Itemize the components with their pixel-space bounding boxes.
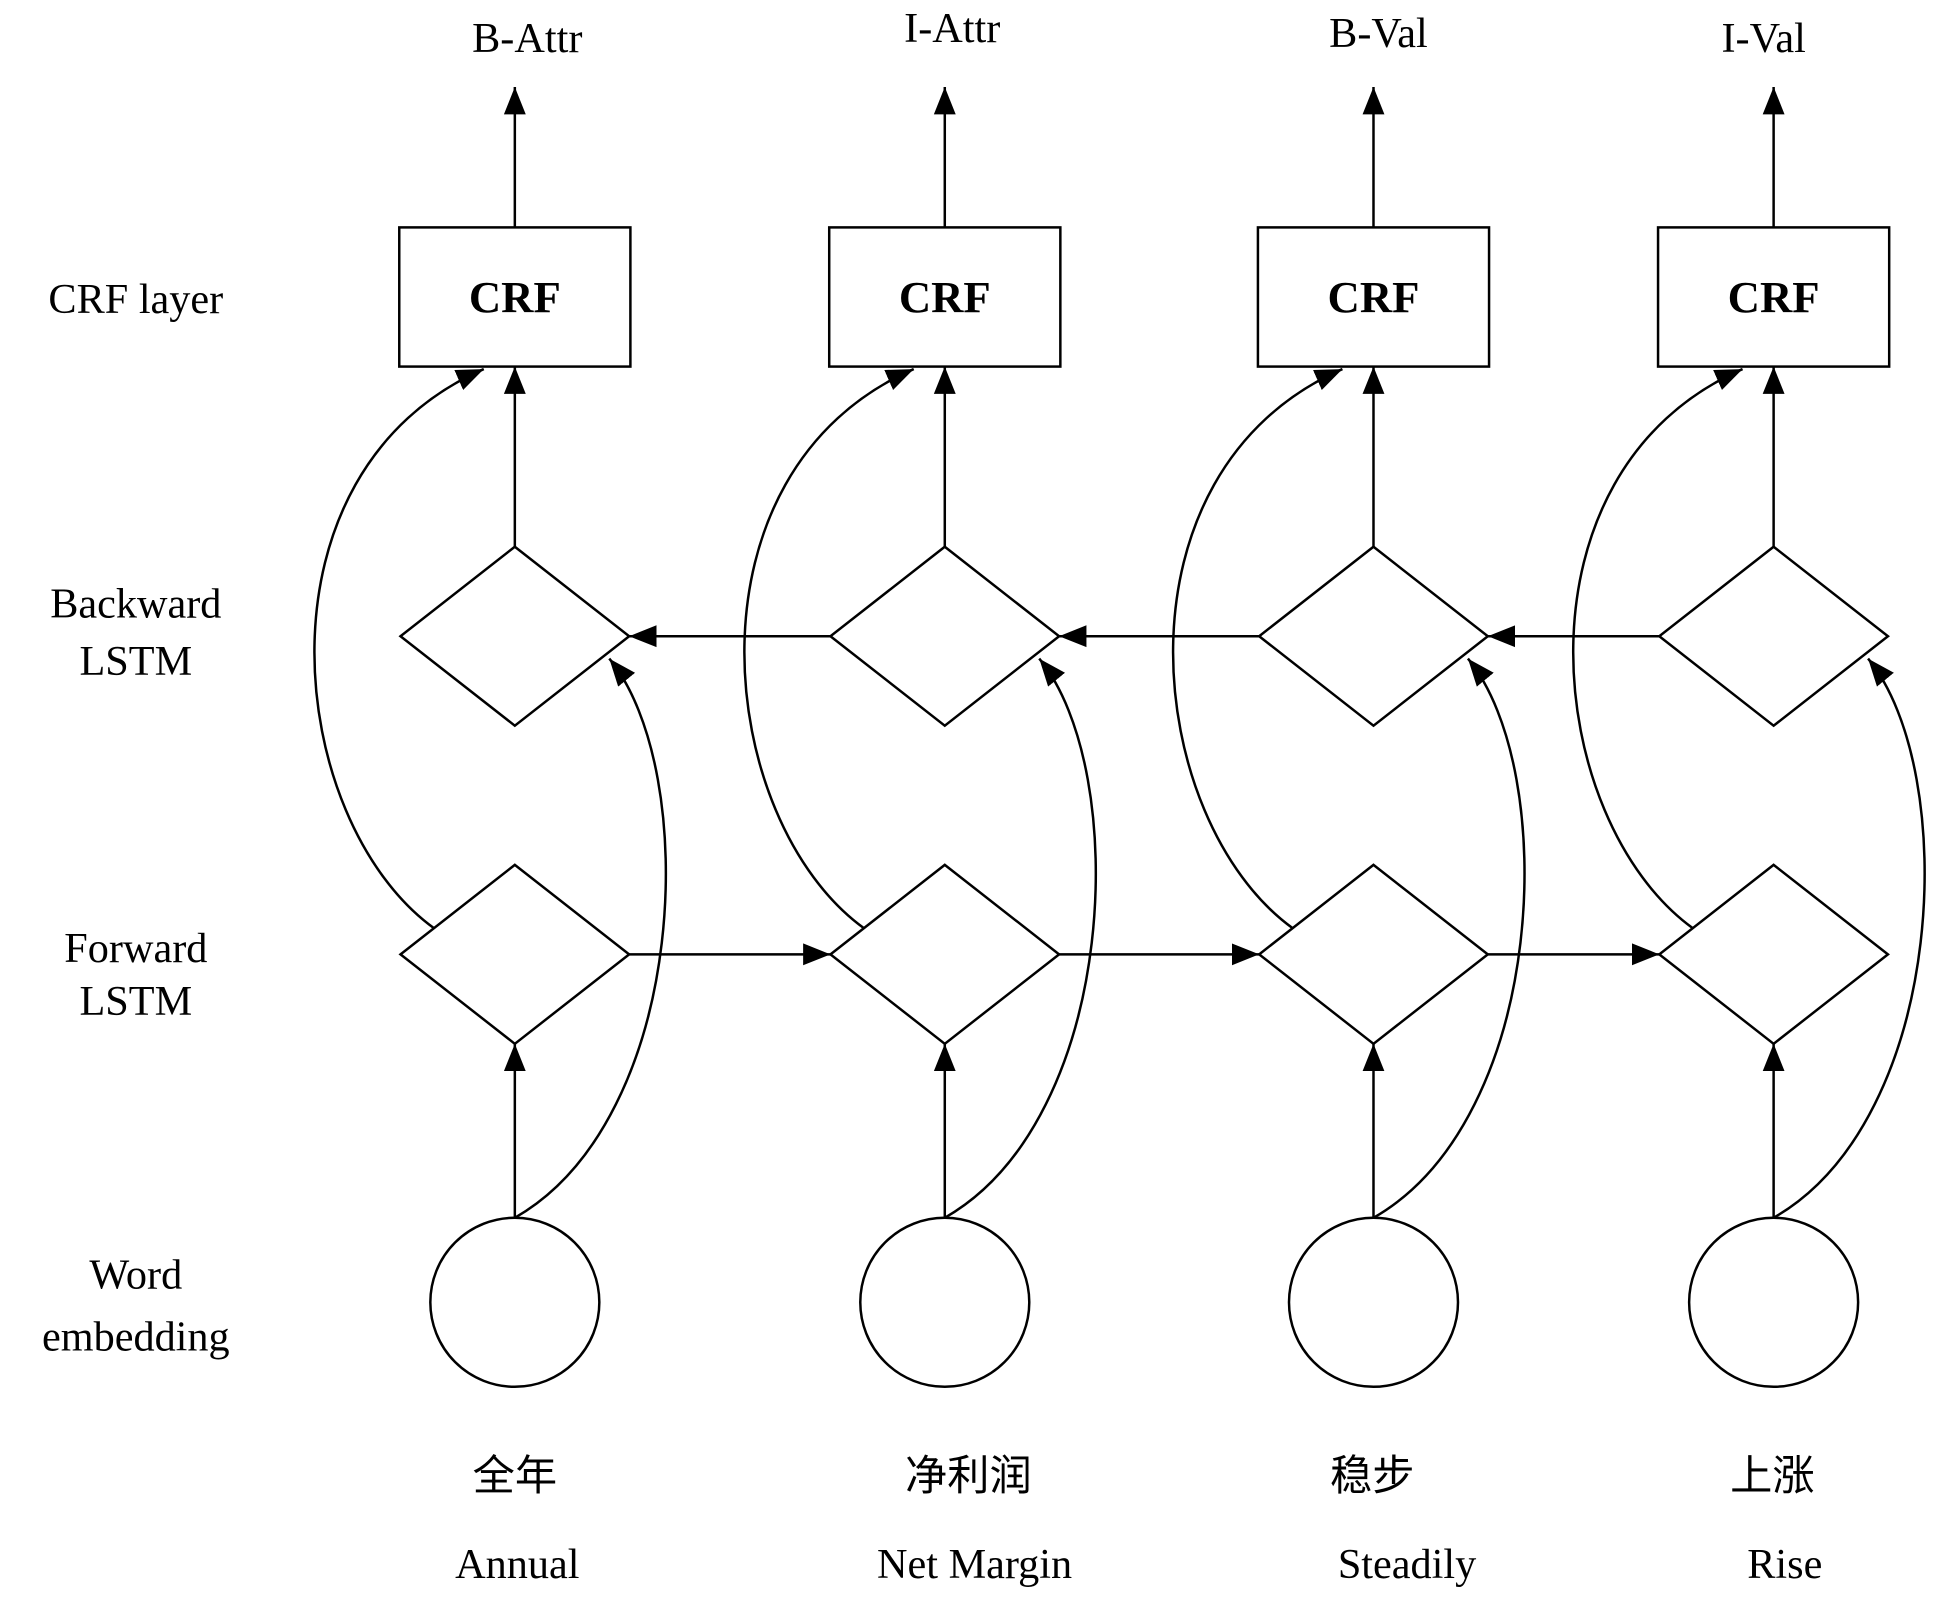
word-embedding-node [1287,1216,1460,1389]
forward-to-crf-curve-arrow [1171,367,1343,930]
forward-to-crf-curve-arrow [313,367,485,930]
row-label-backward: Backward [50,581,221,628]
forward-lstm-cell [1257,863,1490,1046]
forward-lstm-cell [398,863,632,1046]
output-tag: B-Val [1329,10,1428,57]
token-chinese: 稳步 [1330,1453,1414,1500]
backward-lstm-cell [398,545,632,728]
embedding-to-backward-curve-arrow [514,657,668,1219]
word-embedding-node [859,1216,1031,1389]
row-label-backward-lstm: LSTM [80,638,193,685]
token-english: Net Margin [877,1541,1072,1588]
crf-label: CRF [1328,272,1420,322]
crf-label: CRF [899,272,991,322]
forward-to-crf-curve-arrow [743,367,915,930]
backward-lstm-cell [828,545,1062,728]
crf-box [827,226,1062,368]
token-chinese: 全年 [473,1453,557,1500]
output-tag: I-Val [1721,15,1805,62]
word-embedding-node [1687,1216,1860,1389]
row-labels: CRF layerBackwardLSTMForwardLSTMWordembe… [42,276,230,1361]
crf-label: CRF [469,272,561,322]
word-embedding-node [429,1216,601,1389]
row-label-forward: Forward [64,925,207,972]
token-chinese: 上涨 [1730,1453,1814,1500]
token-chinese: 净利润 [905,1453,1032,1500]
token-english: Steadily [1338,1541,1476,1588]
forward-lstm-cell [1657,863,1890,1046]
token-english: Annual [455,1541,579,1588]
output-tag: B-Attr [472,15,582,62]
row-label-word: Word [89,1252,182,1299]
embedding-to-backward-curve-arrow [944,657,1098,1219]
crf-box [1256,226,1491,368]
crf-box [1656,226,1891,368]
row-label-embedding: embedding [42,1314,230,1361]
row-label-forward-lstm: LSTM [80,978,193,1025]
recurrent-links [629,625,1660,966]
row-label-crf-layer: CRF layer [48,276,223,323]
token-english: Rise [1747,1541,1822,1588]
forward-to-crf-curve-arrow [1572,367,1744,930]
backward-lstm-cell [1257,545,1490,728]
backward-lstm-cell [1657,545,1890,728]
embedding-to-backward-curve-arrow [1773,657,1926,1219]
forward-lstm-cell [828,863,1062,1046]
crf-label: CRF [1728,272,1820,322]
embedding-to-backward-curve-arrow [1372,657,1526,1219]
output-tag: I-Attr [904,5,1000,52]
